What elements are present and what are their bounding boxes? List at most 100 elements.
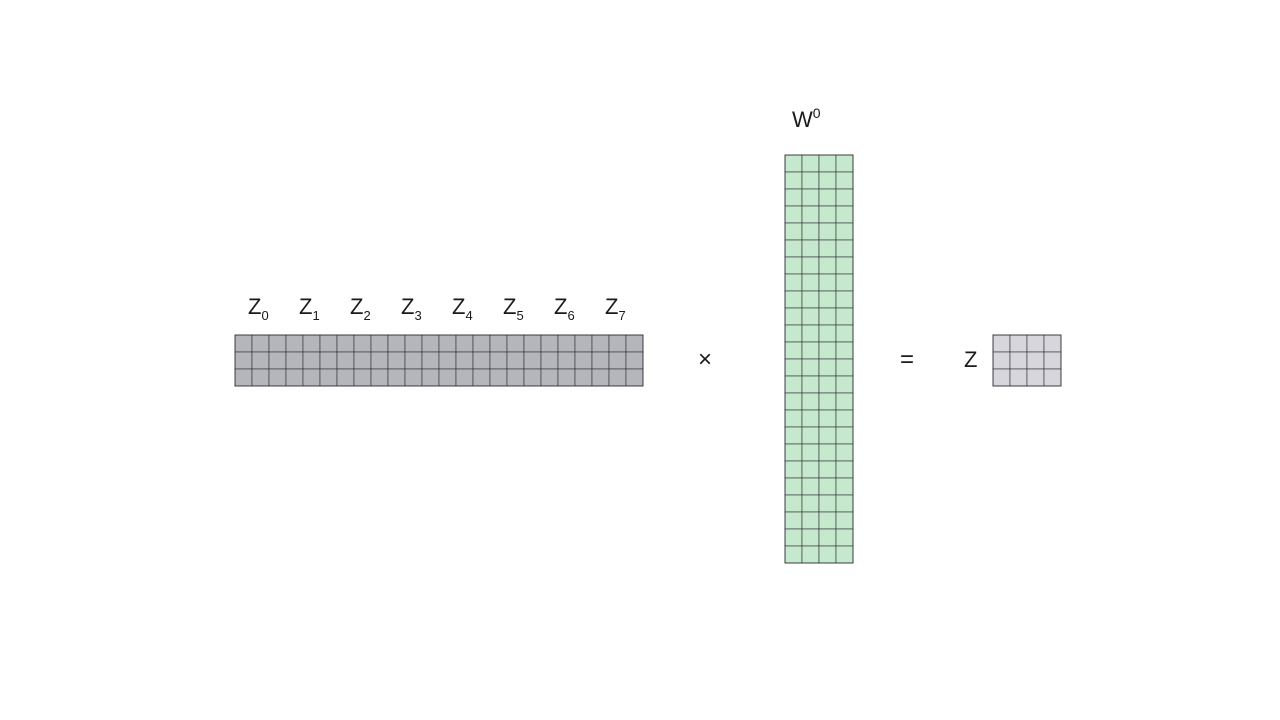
weights-label-superscript: 0	[812, 105, 821, 121]
weights-matrix-cell	[818, 392, 837, 411]
weights-matrix-cell	[801, 494, 820, 513]
output-matrix-cell	[1026, 351, 1045, 370]
weights-matrix-cell	[801, 409, 820, 428]
output-matrix-cell	[1043, 351, 1062, 370]
concat-matrix-cell	[319, 334, 338, 353]
concat-matrix-cell	[591, 334, 610, 353]
concat-matrix-cell	[608, 334, 627, 353]
weights-matrix-cell	[835, 341, 854, 360]
weights-matrix-cell	[835, 307, 854, 326]
weights-matrix-cell	[835, 375, 854, 394]
weights-matrix-cell	[818, 205, 837, 224]
weights-matrix-cell	[784, 239, 803, 258]
concat-matrix-cell	[387, 334, 406, 353]
concat-matrix-cell	[404, 334, 423, 353]
weights-matrix-cell	[835, 273, 854, 292]
output-matrix-cell	[1009, 334, 1028, 353]
concat-matrix-cell	[608, 351, 627, 370]
weights-matrix-cell	[835, 528, 854, 547]
head-label-z0: Z0	[248, 296, 269, 323]
weights-matrix-cell	[801, 511, 820, 530]
output-label: Z	[964, 347, 978, 372]
head-label-subscript: 3	[414, 308, 422, 323]
concat-matrix-cell	[353, 334, 372, 353]
concat-matrix-cell	[251, 351, 270, 370]
concat-matrix-cell	[455, 368, 474, 387]
weights-matrix-cell	[835, 443, 854, 462]
weights-matrix-cell	[801, 290, 820, 309]
concat-matrix-cell	[268, 351, 287, 370]
concat-matrix-cell	[625, 334, 644, 353]
weights-matrix-cell	[784, 528, 803, 547]
head-label-subscript: 7	[618, 308, 626, 323]
output-matrix-cell	[1026, 368, 1045, 387]
weights-matrix-cell	[784, 494, 803, 513]
weights-matrix-cell	[835, 545, 854, 564]
weights-matrix-cell	[784, 154, 803, 173]
concat-matrix-border	[234, 334, 644, 387]
weights-matrix-cell	[801, 528, 820, 547]
weights-matrix-cell	[835, 511, 854, 530]
concat-matrix-cell	[489, 368, 508, 387]
head-label-subscript: 6	[567, 308, 575, 323]
head-label-base: Z	[401, 294, 415, 319]
weights-matrix-cell	[784, 375, 803, 394]
weights-matrix-cell	[818, 443, 837, 462]
head-label-subscript: 2	[363, 308, 371, 323]
weights-matrix-cell	[801, 426, 820, 445]
weights-matrix-cell	[818, 545, 837, 564]
weights-matrix-cell	[835, 494, 854, 513]
weights-matrix-cell	[784, 171, 803, 190]
weights-matrix-cell	[801, 324, 820, 343]
weights-matrix-cell	[835, 409, 854, 428]
concat-matrix-cell	[319, 351, 338, 370]
concat-matrix-cell	[540, 368, 559, 387]
concat-matrix-cell	[523, 334, 542, 353]
weights-matrix-border	[784, 154, 854, 564]
weights-matrix-cell	[801, 222, 820, 241]
head-label-subscript: 4	[465, 308, 473, 323]
concat-matrix-cell	[387, 368, 406, 387]
weights-matrix-cell	[801, 154, 820, 173]
concat-matrix-cell	[336, 351, 355, 370]
weights-label-base: W	[792, 107, 813, 132]
weights-matrix-cell	[835, 188, 854, 207]
weights-matrix-cell	[801, 392, 820, 411]
concat-matrix-cell	[506, 334, 525, 353]
weights-matrix-cell	[801, 443, 820, 462]
output-matrix-cell	[1026, 334, 1045, 353]
concat-matrix-cell	[506, 351, 525, 370]
concat-matrix-cell	[523, 368, 542, 387]
concat-matrix-cell	[455, 334, 474, 353]
concat-matrix-cell	[421, 334, 440, 353]
weights-matrix-cell	[835, 426, 854, 445]
weights-matrix-cell	[818, 256, 837, 275]
weights-matrix-cell	[818, 375, 837, 394]
weights-matrix-cell	[784, 545, 803, 564]
weights-matrix-cell	[784, 443, 803, 462]
concat-matrix-cell	[370, 334, 389, 353]
concat-matrix-cell	[268, 334, 287, 353]
concat-matrix-cell	[523, 351, 542, 370]
weights-matrix-cell	[784, 324, 803, 343]
weights-matrix-cell	[818, 239, 837, 258]
weights-matrix-cell	[801, 256, 820, 275]
concat-matrix-cell	[438, 351, 457, 370]
weights-matrix-cell	[835, 154, 854, 173]
weights-matrix-cell	[784, 188, 803, 207]
weights-matrix-cell	[784, 392, 803, 411]
concat-matrix-cell	[302, 368, 321, 387]
weights-matrix-cell	[784, 205, 803, 224]
weights-matrix-cell	[818, 409, 837, 428]
concat-matrix-cell	[387, 351, 406, 370]
weights-matrix-cell	[818, 154, 837, 173]
weights-matrix-cell	[818, 528, 837, 547]
weights-matrix-cell	[818, 222, 837, 241]
concat-matrix-cell	[353, 351, 372, 370]
concat-matrix-cell	[472, 334, 491, 353]
weights-matrix-cell	[818, 307, 837, 326]
concat-matrix-cell	[472, 368, 491, 387]
concat-matrix-cell	[608, 368, 627, 387]
weights-matrix-cell	[801, 341, 820, 360]
